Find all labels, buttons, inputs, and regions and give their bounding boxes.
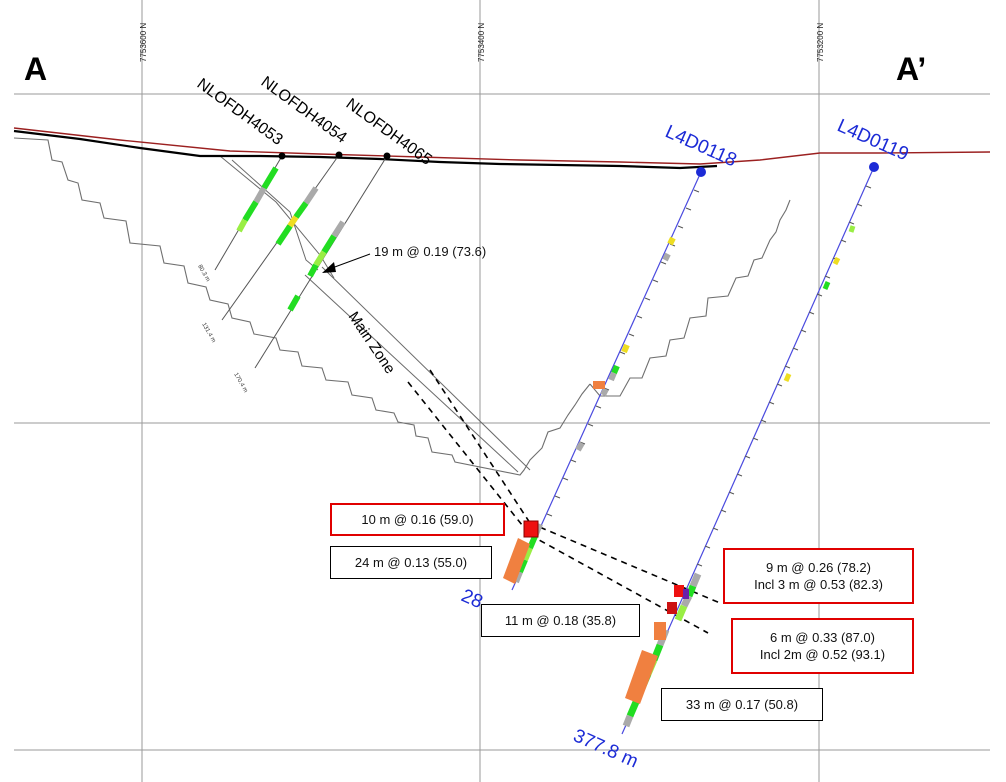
intercept-callout-4: 9 m @ 0.26 (78.2) Incl 3 m @ 0.53 (82.3): [723, 548, 914, 604]
intercept-callout-2-line1: 24 m @ 0.13 (55.0): [354, 555, 468, 570]
intercept-callout-5-line2: Incl 2m @ 0.52 (93.1): [759, 647, 886, 662]
depth-label-4054: 131.4 m: [200, 322, 216, 344]
intercept-callout-3-line1: 11 m @ 0.18 (35.8): [504, 613, 617, 628]
depth-label-4065: 170.4 m: [232, 372, 248, 394]
shallow-intercept-arrow: [331, 253, 371, 269]
section-end-label: A’: [896, 51, 926, 87]
section-start-label: A: [24, 51, 47, 87]
intercept-callout-1-line1: 10 m @ 0.16 (59.0): [361, 512, 474, 527]
northing-label-1: 7753600 N: [139, 23, 148, 62]
main-zone-label: Main Zone: [345, 309, 399, 377]
intercept-callout-5: 6 m @ 0.33 (87.0) Incl 2m @ 0.52 (93.1): [731, 618, 914, 674]
northing-label-3: 7753200 N: [816, 23, 825, 62]
orange-bar-l4d0119-upper: [654, 622, 666, 640]
orange-bar-l4d0118-deep: [503, 538, 530, 584]
shallow-hole-intervals: [236, 166, 346, 312]
pit-outline-left: [13, 137, 591, 476]
old-pit-lines: [219, 155, 531, 473]
topo-line-red: [13, 127, 991, 165]
orange-bar-l4d0119-lower: [625, 650, 658, 704]
intercept-callout-6-line1: 33 m @ 0.17 (50.8): [685, 697, 799, 712]
arrowhead-icon: [322, 262, 336, 273]
main-zone-boundaries: [407, 369, 721, 634]
red-highlight-l4d0118: [523, 520, 539, 538]
intercept-callout-4-line2: Incl 3 m @ 0.53 (82.3): [754, 577, 883, 592]
grid-lines: [14, 0, 990, 782]
topo-line-black: [13, 129, 718, 170]
red-highlight-l4d0119-upper: [674, 585, 684, 597]
intercept-callout-6: 33 m @ 0.17 (50.8): [661, 688, 823, 721]
shallow-intercept-label: 19 m @ 0.19 (73.6): [374, 244, 486, 259]
ticks-l4d0118: [546, 189, 700, 517]
purple-highlight-l4d0119: [683, 589, 689, 599]
hole-label-l4d0119: L4D0119: [834, 115, 912, 165]
intervals-l4d0119: [783, 225, 856, 382]
ticks-l4d0119: [696, 185, 872, 567]
intervals-l4d0118: [513, 236, 676, 584]
shallow-hole-collars: [278, 151, 391, 160]
northing-label-2: 7753400 N: [477, 23, 486, 62]
red-highlight-l4d0119-lower: [667, 602, 677, 614]
intercept-callout-1: 10 m @ 0.16 (59.0): [330, 503, 505, 536]
intercept-callout-4-line1: 9 m @ 0.26 (78.2): [766, 560, 871, 575]
intercept-callout-5-line1: 6 m @ 0.33 (87.0): [770, 630, 875, 645]
collar-l4d0118: [696, 167, 706, 177]
pit-outline-right: [589, 199, 791, 397]
intercept-callout-2: 24 m @ 0.13 (55.0): [330, 546, 492, 579]
intercept-callout-3: 11 m @ 0.18 (35.8): [481, 604, 640, 637]
collar-l4d0119: [869, 162, 879, 172]
depth-label-l4d0119: 377.8 m: [570, 725, 641, 772]
depth-label-4053: 80.3 m: [196, 264, 210, 283]
orange-bar-l4d0118-shallow: [593, 381, 605, 389]
